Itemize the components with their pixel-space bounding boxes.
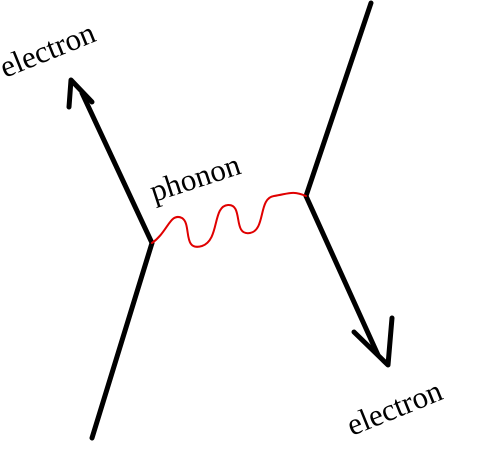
left-electron-outgoing-line (79, 90, 155, 246)
left-electron-arrowhead-icon (66, 77, 95, 110)
right-electron-outgoing-line (303, 193, 381, 358)
left-electron-incoming-line (89, 240, 155, 441)
phonon-wavy-line (151, 191, 307, 248)
right-electron-incoming-line (303, 0, 374, 199)
phonon-label: phonon (145, 146, 245, 208)
electron-label-top: electron (0, 14, 101, 84)
electron-label-bottom: electron (342, 372, 448, 442)
right-electron-arrowhead-icon (351, 315, 395, 368)
